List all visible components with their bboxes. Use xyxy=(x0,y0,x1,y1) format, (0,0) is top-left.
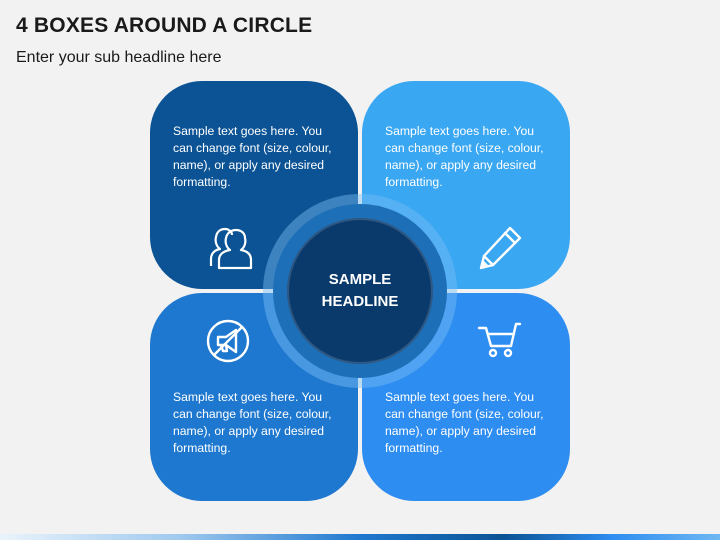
box-text: Sample text goes here. You can change fo… xyxy=(173,124,332,189)
center-headline-line2: HEADLINE xyxy=(321,293,399,310)
box-text: Sample text goes here. You can change fo… xyxy=(173,390,332,455)
people-icon xyxy=(209,227,253,270)
box-text: Sample text goes here. You can change fo… xyxy=(385,390,544,455)
box-bottom-left: Sample text goes here. You can change fo… xyxy=(150,293,358,501)
center-circle: SAMPLE HEADLINE xyxy=(287,218,433,364)
no-marketing-icon xyxy=(206,319,250,363)
pencil-icon xyxy=(479,226,522,270)
center-headline-line1: SAMPLE xyxy=(328,271,392,288)
bottom-accent-bar xyxy=(0,534,720,540)
slide-title: 4 BOXES AROUND A CIRCLE xyxy=(16,14,313,37)
center-headline: SAMPLE HEADLINE xyxy=(310,269,410,313)
box-text: Sample text goes here. You can change fo… xyxy=(385,124,544,189)
box-top-left: Sample text goes here. You can change fo… xyxy=(150,81,358,289)
slide-subtitle: Enter your sub headline here xyxy=(16,49,222,66)
shopping-cart-icon xyxy=(477,322,522,358)
